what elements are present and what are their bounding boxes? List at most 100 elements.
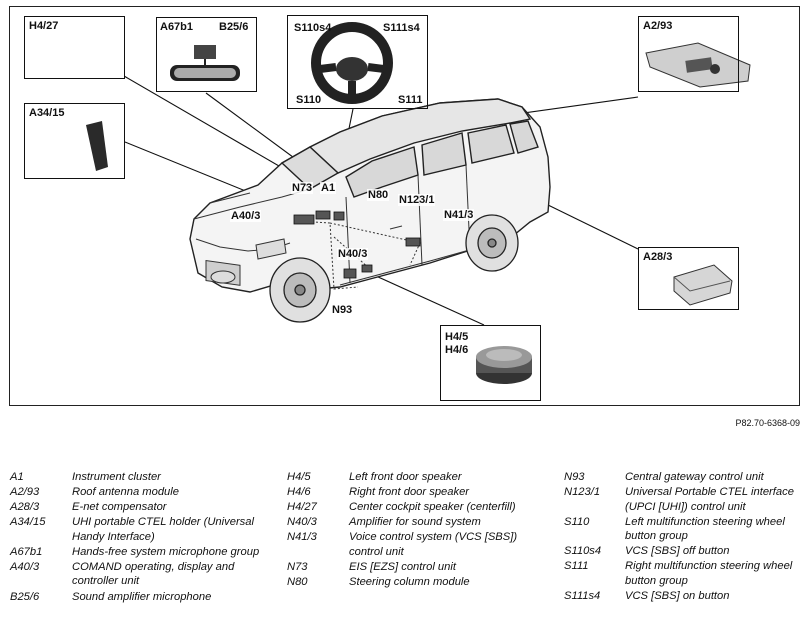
callout-steering-wheel: S110s4 S111s4 S110 S111 — [287, 15, 428, 109]
car-label-n40-3: N40/3 — [337, 248, 369, 260]
legend-description: Center cockpit speaker (centerfill) — [349, 501, 516, 514]
legend-code: H4/5 — [287, 471, 311, 483]
legend-item: B25/6 Sound amplifier microphone — [10, 590, 272, 605]
legend-description: Amplifier for sound system — [349, 516, 481, 529]
legend-item: H4/5 Left front door speaker — [287, 470, 549, 485]
legend-item: N73 EIS [EZS] control unit — [287, 560, 549, 575]
steering-wheel-illustration — [311, 22, 393, 104]
legend-description: Left front door speaker — [349, 471, 462, 483]
callout-label: H4/5 — [445, 331, 469, 343]
vehicle-diagram — [47, 22, 751, 384]
module-markers — [293, 210, 421, 279]
legend-code: S110s4 — [564, 545, 602, 558]
legend-code: N123/1 — [564, 486, 601, 499]
legend-description: VCS [SBS] off button — [625, 545, 730, 558]
legend-description: Roof antenna module — [72, 486, 179, 499]
legend-code: N40/3 — [287, 516, 317, 529]
antenna-illustration — [645, 42, 751, 88]
callout-label: A67b1 — [160, 21, 194, 33]
callout-a67b1-b25-6: A67b1 B25/6 — [156, 17, 257, 92]
legend-item: H4/27 Center cockpit speaker (centerfill) — [287, 500, 549, 515]
legend-code: H4/6 — [287, 486, 311, 499]
legend-description: Right front door speaker — [349, 486, 470, 499]
legend-item: S110s4 VCS [SBS] off button — [564, 544, 800, 559]
callout-h4-27: H4/27 — [24, 16, 125, 79]
phone-holder-illustration — [86, 121, 108, 171]
callout-label: A2/93 — [643, 20, 673, 32]
legend-description: Left multifunction steering wheel button… — [625, 515, 785, 543]
legend-item: A34/15 UHI portable CTEL holder (Universa… — [10, 515, 272, 544]
callout-label: H4/6 — [445, 344, 469, 356]
callout-label: H4/27 — [29, 20, 59, 32]
legend-code: S111 — [564, 560, 589, 573]
car-label-n73: N73 — [291, 182, 314, 194]
callout-label: S110s4 — [294, 22, 332, 34]
car-label-a40-3: A40/3 — [230, 210, 262, 222]
callout-a28-3: A28/3 — [638, 247, 739, 310]
legend-description: Right multifunction steering wheel butto… — [625, 560, 793, 587]
legend-item: S111 Right multifunction steering wheel b… — [564, 559, 800, 588]
callout-label: S111s4 — [383, 22, 420, 34]
legend-item: N123/1 Universal Portable CTEL interface … — [564, 485, 800, 514]
legend-item: N40/3 Amplifier for sound system — [287, 515, 549, 530]
legend-code: N93 — [564, 471, 585, 483]
legend-code: N41/3 — [287, 531, 317, 544]
legend-item: A40/3 COMAND operating, display and contr… — [10, 560, 272, 589]
leader-a28-3 — [545, 203, 639, 250]
legend-item: N80 Steering column module — [287, 575, 549, 590]
legend-code: N73 — [287, 560, 308, 573]
car-label-a1: A1 — [320, 182, 337, 194]
legend-description: VCS [SBS] on button — [625, 589, 730, 602]
figure-frame: H4/27 A67b1 B25/6 S110s4 S111s4 S110 S11… — [9, 6, 800, 406]
car-label-n93: N93 — [331, 304, 354, 316]
legend-code: A1 — [10, 471, 24, 483]
legend-description: COMAND operating, display and controller… — [72, 560, 235, 588]
legend-item: A1 Instrument cluster — [10, 470, 272, 485]
legend-item: N41/3 Voice control system (VCS [SBS]) co… — [287, 530, 549, 559]
legend-item: S110 Left multifunction steering wheel bu… — [564, 515, 800, 544]
callout-label: A28/3 — [643, 251, 673, 263]
legend-code: A40/3 — [10, 560, 40, 573]
compensator-illustration — [673, 264, 733, 306]
leader-h4-5 — [364, 270, 485, 326]
legend-description: Universal Portable CTEL interface (UPCI … — [625, 486, 794, 513]
callout-label: S111 — [398, 94, 423, 106]
legend-code: H4/27 — [287, 501, 317, 514]
callout-label: S110 — [296, 94, 322, 106]
legend-code: A2/93 — [10, 486, 40, 499]
legend-description: EIS [EZS] control unit — [349, 560, 456, 573]
legend-description: Voice control system (VCS [SBS]) control… — [349, 531, 518, 558]
callout-h4-5-h4-6: H4/5 H4/6 — [440, 325, 541, 401]
legend-description: Hands-free system microphone group — [72, 545, 260, 558]
legend-item: H4/6 Right front door speaker — [287, 485, 549, 500]
legend-code: A67b1 — [10, 545, 43, 558]
legend-description: Central gateway control unit — [625, 471, 764, 483]
legend-code: S110 — [564, 515, 590, 528]
legend-description: Steering column module — [349, 576, 470, 589]
mirror-illustration — [170, 45, 240, 81]
legend-description: Sound amplifier microphone — [72, 590, 212, 603]
car-label-n123-1: N123/1 — [398, 194, 436, 206]
legend-code: B25/6 — [10, 590, 40, 603]
car-label-n41-3: N41/3 — [443, 209, 475, 221]
legend-item: S111s4 VCS [SBS] on button — [564, 589, 800, 604]
callout-a34-15: A34/15 — [24, 103, 125, 179]
legend-item: A2/93 Roof antenna module — [10, 485, 272, 500]
legend-code: S111s4 — [564, 589, 601, 602]
legend-description: E-net compensator — [72, 501, 167, 514]
callout-label: A34/15 — [29, 107, 65, 119]
legend-code: A34/15 — [10, 516, 46, 529]
legend-item: A67b1 Hands-free system microphone group — [10, 545, 272, 560]
callout-a2-93: A2/93 — [638, 16, 739, 92]
legend-description: Instrument cluster — [72, 471, 161, 483]
callout-label: B25/6 — [219, 21, 249, 33]
wheels — [269, 214, 519, 323]
door-speaker-illustration — [476, 346, 532, 384]
legend-description: UHI portable CTEL holder (Universal Hand… — [72, 516, 254, 543]
car-label-n80: N80 — [367, 189, 390, 201]
legend-code: N80 — [287, 576, 308, 589]
